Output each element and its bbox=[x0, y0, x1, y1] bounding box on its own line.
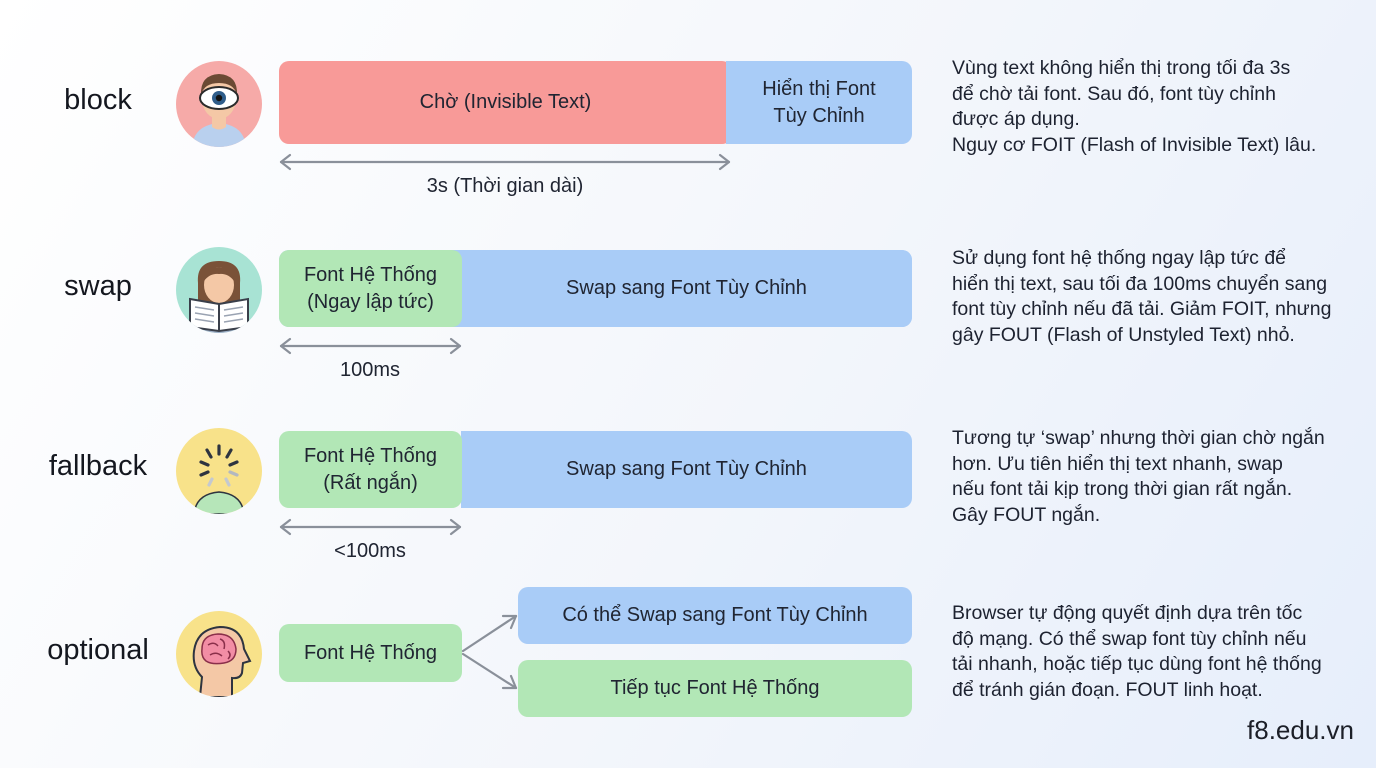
duration-arrow-swap bbox=[279, 337, 462, 355]
brand-watermark: f8.edu.vn bbox=[1247, 715, 1354, 745]
swap-system-font-box: Font Hệ Thống (Ngay lập tức) bbox=[279, 250, 462, 327]
swap-custom-font-box: Swap sang Font Tùy Chỉnh bbox=[461, 250, 912, 327]
brain-head-icon bbox=[176, 611, 262, 697]
branch-arrow-keep bbox=[461, 652, 518, 690]
description-block: Vùng text không hiển thị trong tối đa 3s… bbox=[952, 57, 1317, 156]
fallback-system-font-box: Font Hệ Thống (Rất ngắn) bbox=[279, 431, 462, 508]
duration-label-swap: 100ms bbox=[339, 359, 401, 381]
duration-label-fallback: <100ms bbox=[334, 540, 406, 562]
fallback-custom-font-box: Swap sang Font Tùy Chỉnh bbox=[461, 431, 912, 508]
eye-person-icon bbox=[176, 61, 262, 147]
description-optional: Browser tự động quyết định dựa trên tốc … bbox=[952, 602, 1322, 701]
duration-label-block: 3s (Thời gian dài) bbox=[426, 175, 584, 197]
row-label-fallback: fallback bbox=[48, 450, 148, 482]
row-label-block: block bbox=[64, 84, 132, 116]
duration-arrow-block bbox=[279, 153, 731, 171]
optional-swap-option-box: Có thể Swap sang Font Tùy Chỉnh bbox=[518, 587, 912, 644]
loading-person-icon bbox=[176, 428, 262, 514]
optional-keep-option-box: Tiếp tục Font Hệ Thống bbox=[518, 660, 912, 717]
optional-system-font-box: Font Hệ Thống bbox=[279, 624, 462, 682]
reading-person-icon bbox=[176, 247, 262, 333]
branch-arrow-swap bbox=[461, 614, 518, 653]
wait-invisible-text-box: Chờ (Invisible Text) bbox=[279, 61, 732, 144]
description-swap: Sử dụng font hệ thống ngay lập tức để hi… bbox=[952, 247, 1332, 346]
row-label-swap: swap bbox=[64, 270, 132, 302]
row-label-optional: optional bbox=[47, 634, 149, 666]
description-fallback: Tương tự ‘swap’ nhưng thời gian chờ ngắn… bbox=[952, 427, 1325, 526]
duration-arrow-fallback bbox=[279, 518, 462, 536]
custom-font-display-box: Hiển thị Font Tùy Chỉnh bbox=[726, 61, 912, 144]
